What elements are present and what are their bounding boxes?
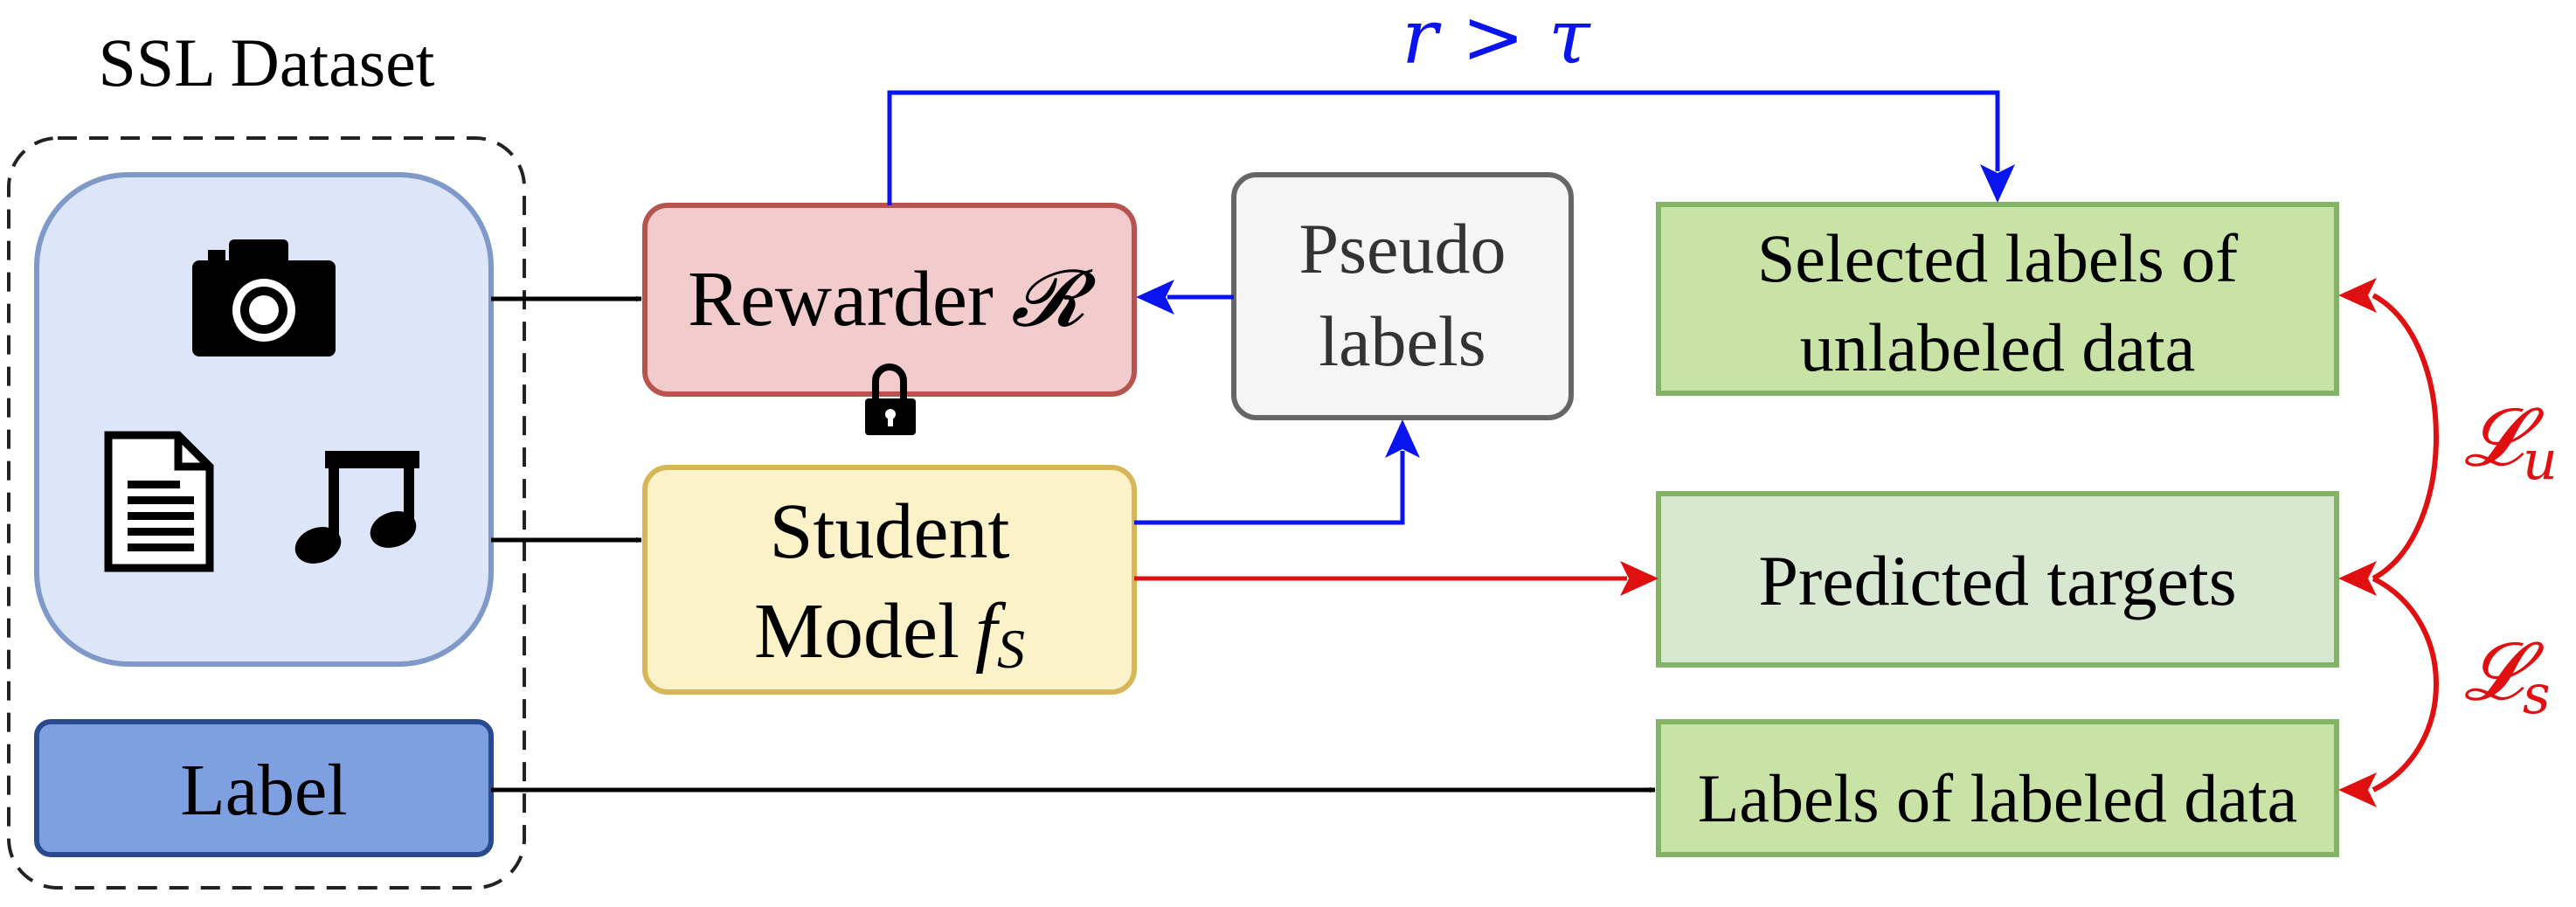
- selected-labels-line1: Selected labels of: [1757, 220, 2238, 296]
- document-icon: [104, 431, 214, 572]
- supervised-loss-label: 𝓛s: [2464, 625, 2551, 726]
- student-symbol-sub: S: [997, 618, 1025, 680]
- camera-icon: [192, 239, 336, 357]
- lock-icon: [865, 363, 916, 435]
- pseudo-labels-line1: Pseudo: [1299, 209, 1506, 288]
- music-note-icon: [294, 451, 419, 564]
- supervised-loss-curve: [2338, 576, 2439, 807]
- arrow-student-to-predicted: [1134, 561, 1658, 596]
- labeled-data-box: [1656, 719, 2339, 857]
- label-box-text: Label: [180, 750, 347, 831]
- unsupervised-loss-curve: [2338, 278, 2439, 596]
- selected-labels-line2: unlabeled data: [1800, 309, 2196, 385]
- pseudo-labels-line2: labels: [1319, 301, 1485, 381]
- arrow-student-to-pseudo: [1134, 419, 1420, 525]
- threshold-label: r > τ: [1402, 0, 1591, 81]
- student-model-line1: Student: [769, 488, 1009, 575]
- unsupervised-loss-label: 𝓛u: [2464, 391, 2558, 492]
- labeled-data-label: Labels of labeled data: [1698, 760, 2298, 836]
- selected-labels-box: [1656, 202, 2339, 396]
- arrow-pseudo-to-rewarder: [1136, 280, 1234, 315]
- dataset-container: [7, 136, 526, 890]
- predicted-targets-box: [1656, 491, 2339, 668]
- rewarder-symbol: 𝓡: [1011, 253, 1097, 344]
- dataset-title: SSL Dataset: [99, 24, 435, 100]
- predicted-targets-label: Predicted targets: [1758, 541, 2236, 620]
- arrow-rewarder-to-selected: [887, 90, 2015, 205]
